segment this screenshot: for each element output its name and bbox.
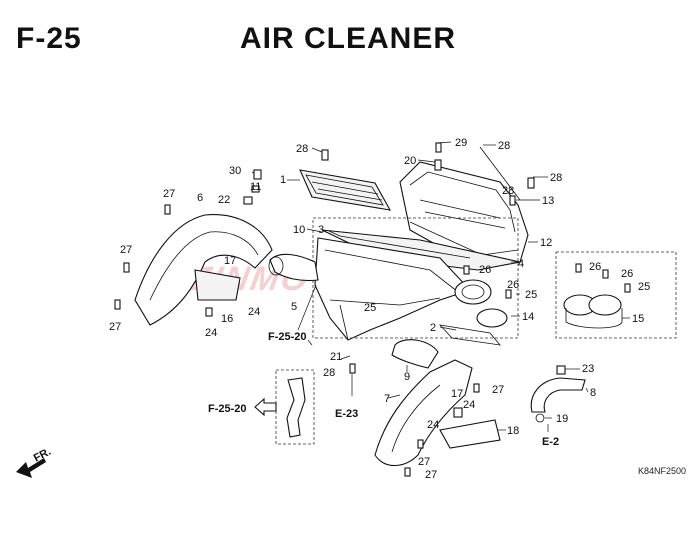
callout-27f: 27 <box>425 469 437 481</box>
callout-29: 29 <box>455 137 467 149</box>
callout-1: 1 <box>280 174 286 186</box>
callout-7: 7 <box>384 393 390 405</box>
stay-bracket-part <box>275 369 315 445</box>
callout-24d: 24 <box>427 419 439 431</box>
callout-11: 11 <box>250 181 261 193</box>
callout-13: 13 <box>542 195 554 207</box>
orientation-label: FR. <box>32 446 53 465</box>
front-arrow-icon <box>16 458 46 478</box>
callout-14: 14 <box>522 311 534 323</box>
callout-30: 30 <box>229 165 241 177</box>
callout-23: 23 <box>582 363 594 375</box>
cross-ref-e-2: E-2 <box>542 436 559 448</box>
callout-4: 4 <box>518 258 524 270</box>
callout-20: 20 <box>404 155 416 167</box>
callout-26a: 26 <box>589 261 601 273</box>
callout-27c: 27 <box>109 321 121 333</box>
callout-28e: 28 <box>323 367 335 379</box>
side-duct-part <box>134 214 273 326</box>
funnel-assembly-part <box>555 251 677 339</box>
bracket-part <box>439 419 501 449</box>
callout-19: 19 <box>556 413 568 425</box>
callout-6: 6 <box>197 192 203 204</box>
callout-8: 8 <box>590 387 596 399</box>
callout-25a: 25 <box>525 289 537 301</box>
callout-26c: 26 <box>479 264 491 276</box>
cross-ref-e-23: E-23 <box>335 408 358 420</box>
callout-28d: 28 <box>502 185 514 197</box>
callout-17b: 17 <box>451 388 463 400</box>
callout-15: 15 <box>632 313 644 325</box>
callout-labels: 1 2 3 4 5 6 7 8 9 10 11 12 13 14 15 16 1… <box>32 137 650 481</box>
callout-21: 21 <box>330 351 342 363</box>
diagram-reference-code: K84NF2500 <box>637 466 686 476</box>
cross-ref-f-25-20-lower: F-25-20 <box>208 403 247 415</box>
callout-9: 9 <box>404 371 410 383</box>
gasket-part <box>438 324 501 346</box>
callout-28a: 28 <box>296 143 308 155</box>
callout-25b: 25 <box>638 281 650 293</box>
callout-28c: 28 <box>550 172 562 184</box>
callout-26b: 26 <box>621 268 633 280</box>
callout-27b: 27 <box>120 244 132 256</box>
callout-3: 3 <box>318 224 324 236</box>
callout-18: 18 <box>507 425 519 437</box>
callout-27e: 27 <box>418 456 430 468</box>
callout-26d: 26 <box>507 279 519 291</box>
callout-12: 12 <box>540 237 552 249</box>
intake-duct-part <box>268 253 319 282</box>
callout-17a: 17 <box>224 255 236 267</box>
fasteners <box>114 142 631 477</box>
page-title: AIR CLEANER <box>240 22 457 55</box>
joint-part <box>391 339 439 369</box>
callout-25c: 25 <box>364 302 376 314</box>
callout-24c: 24 <box>463 399 475 411</box>
cleaner-cover-part <box>299 169 392 211</box>
callout-2: 2 <box>430 322 436 334</box>
leader-lines <box>251 141 630 432</box>
section-code: F-25 <box>16 22 82 55</box>
callout-16: 16 <box>221 313 233 325</box>
connector-tube-part <box>454 279 508 328</box>
callout-27a: 27 <box>163 188 175 200</box>
cross-ref-f-25-20-upper: F-25-20 <box>268 331 307 343</box>
lower-duct-part <box>374 359 473 467</box>
drain-tube-part <box>530 377 586 423</box>
callout-10: 10 <box>293 224 305 236</box>
callout-28b: 28 <box>498 140 510 152</box>
callout-5: 5 <box>291 301 297 313</box>
callout-24b: 24 <box>248 306 260 318</box>
callout-24a: 24 <box>205 327 217 339</box>
callout-27d: 27 <box>492 384 504 396</box>
callout-22: 22 <box>218 194 230 206</box>
ref-arrow-left <box>254 397 277 417</box>
